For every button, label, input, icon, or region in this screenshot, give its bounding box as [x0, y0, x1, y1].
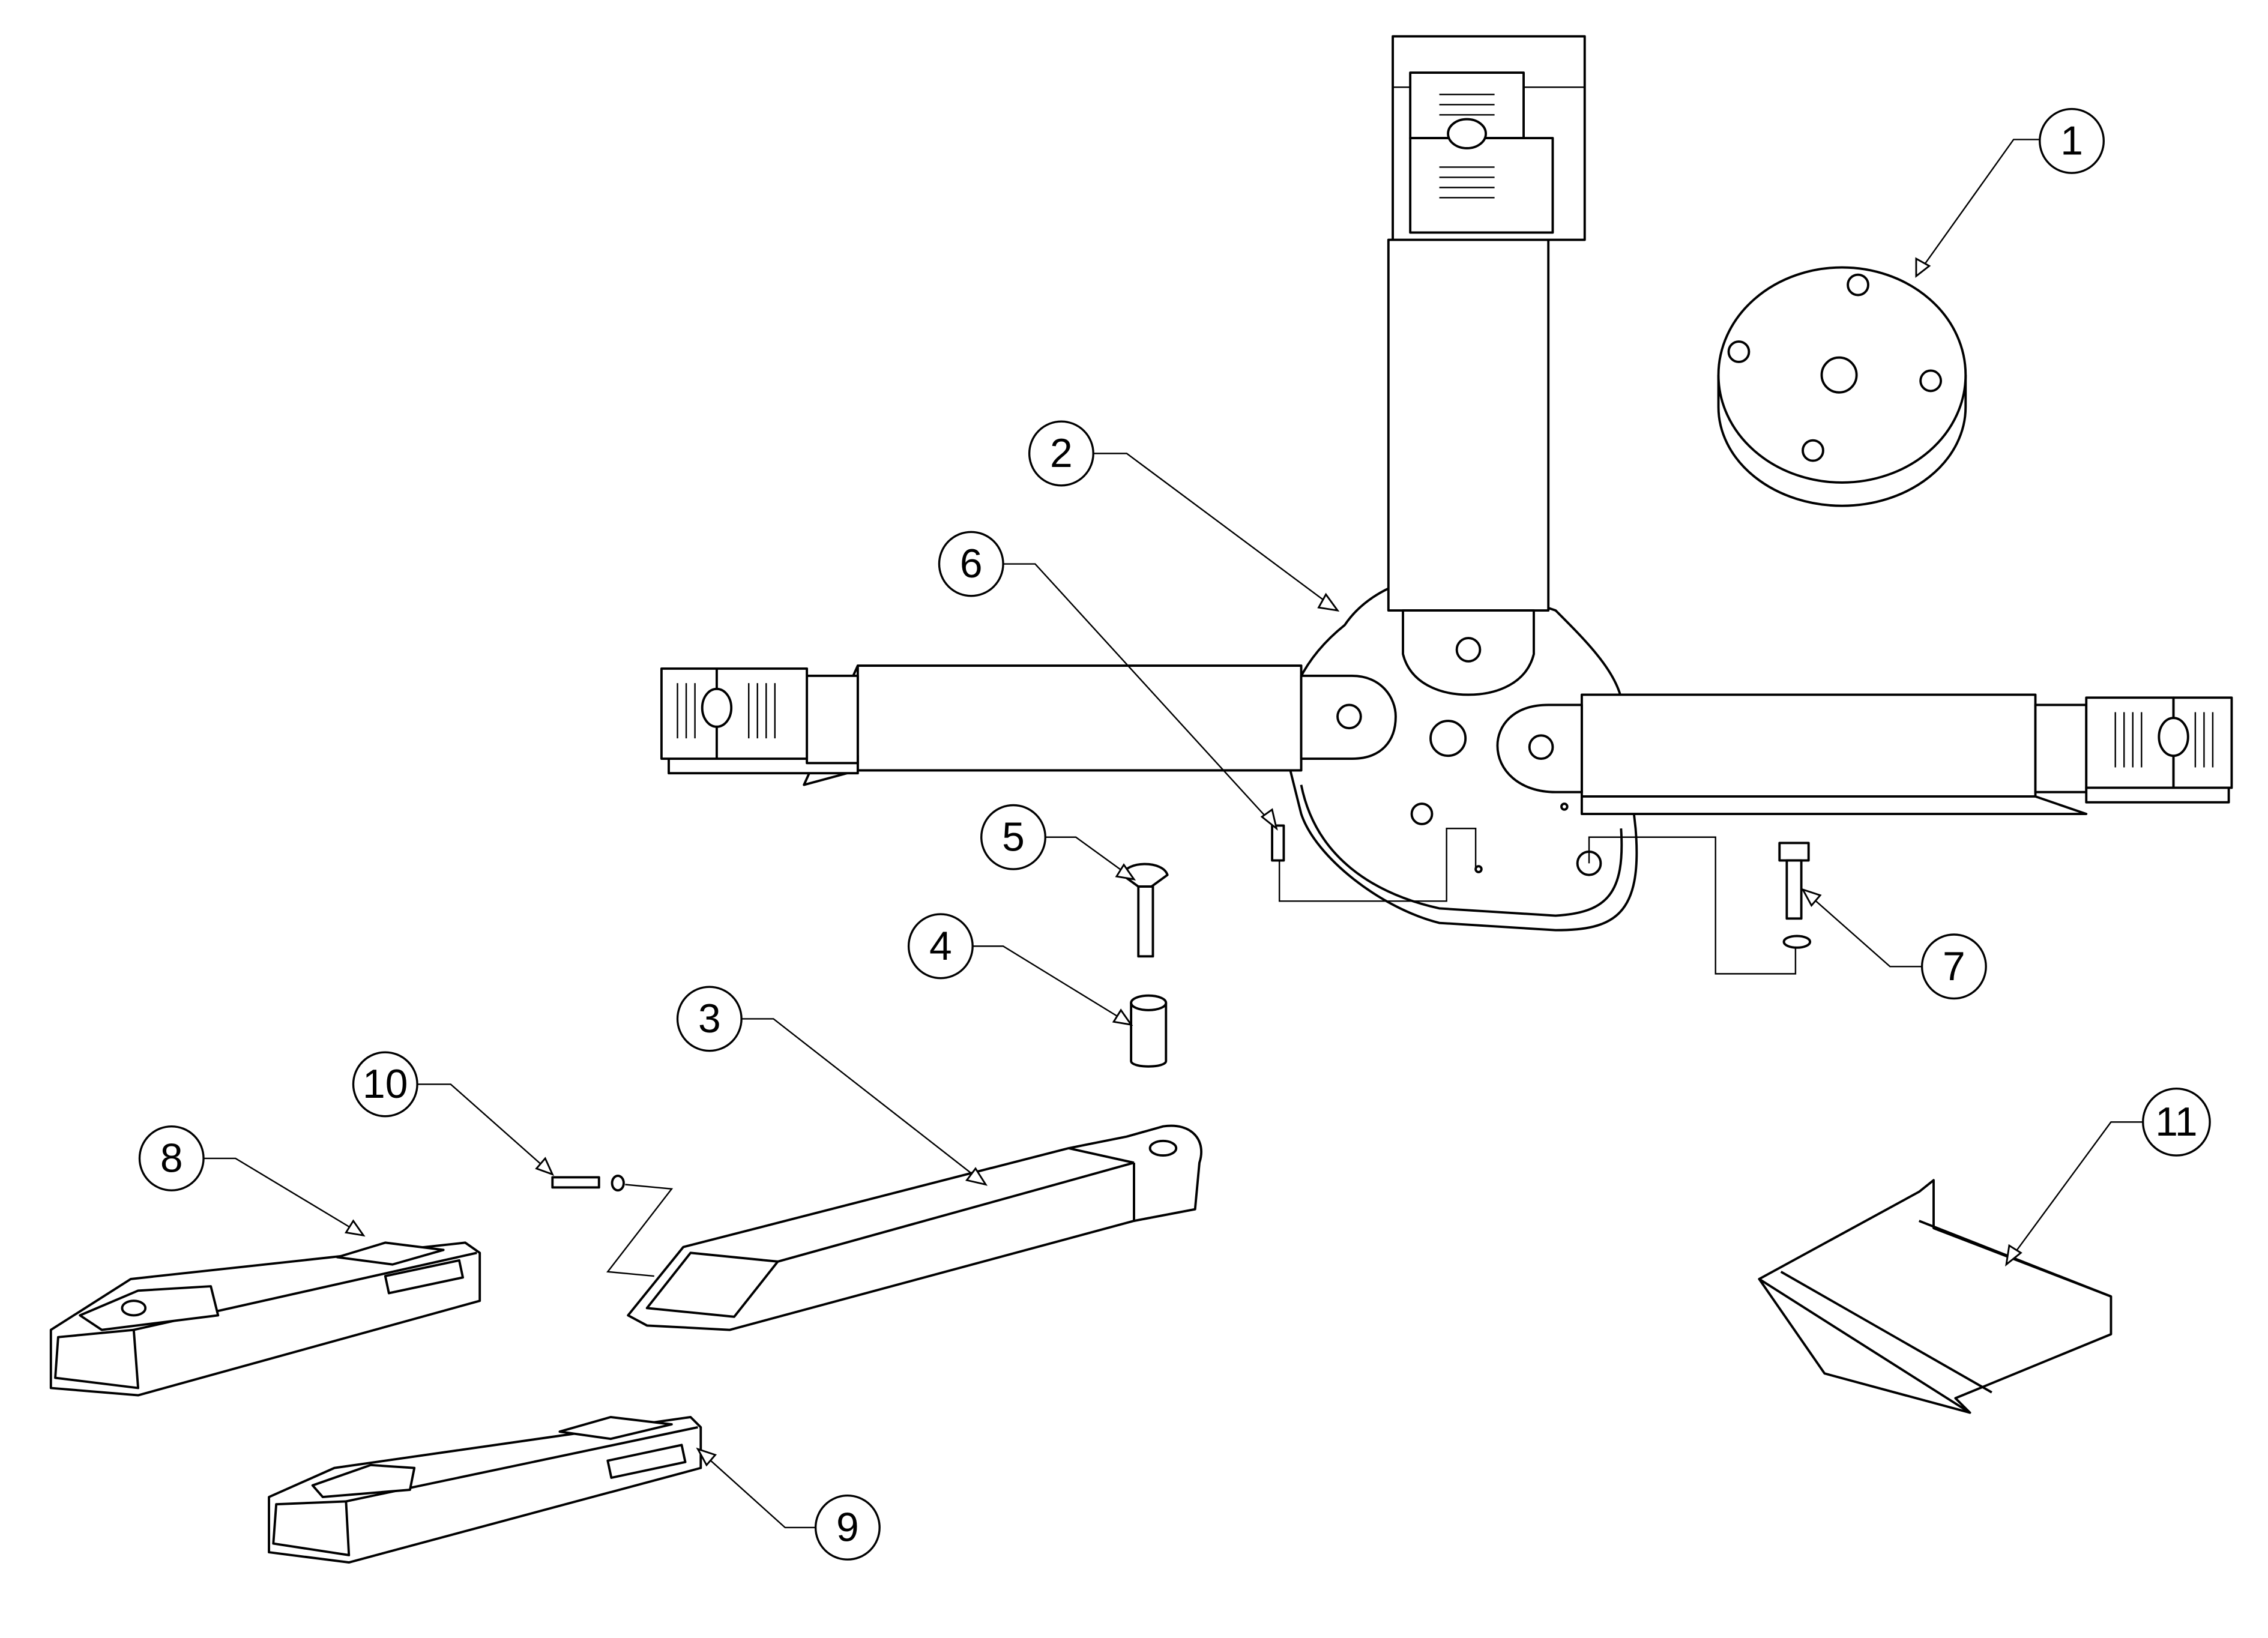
- callout-3: 3: [676, 986, 988, 1186]
- callout-5: 5: [980, 804, 1136, 881]
- part-8-extension: [49, 1241, 481, 1397]
- callout-9: 9: [696, 1447, 881, 1561]
- callout-11: 11: [2005, 1087, 2211, 1267]
- part-10-pin-spring: [551, 1175, 674, 1277]
- svg-text:10: 10: [363, 1062, 408, 1107]
- part-1-disc: [1717, 266, 1967, 507]
- svg-text:4: 4: [929, 924, 952, 969]
- svg-text:8: 8: [160, 1136, 183, 1181]
- callout-2: 2: [1028, 420, 1340, 612]
- part-7-bolt: [1778, 842, 1812, 949]
- svg-text:11: 11: [2155, 1100, 2197, 1145]
- callout-6: 6: [938, 531, 1278, 831]
- callout-4: 4: [907, 913, 1133, 1026]
- callout-7: 7: [1800, 888, 1987, 1000]
- callout-1: 1: [1915, 107, 2105, 279]
- part-2-arm-assembly: [660, 35, 2233, 975]
- part-9-extension: [268, 1415, 702, 1564]
- svg-text:6: 6: [960, 541, 983, 586]
- svg-text:3: 3: [698, 996, 721, 1041]
- svg-text:1: 1: [2060, 118, 2083, 163]
- part-11-tray: [1758, 1179, 2113, 1414]
- svg-text:7: 7: [1943, 944, 1965, 989]
- part-5-pin: [1121, 863, 1169, 958]
- svg-text:5: 5: [1002, 814, 1025, 860]
- callout-8: 8: [138, 1125, 366, 1237]
- part-4-sleeve: [1130, 994, 1168, 1068]
- svg-text:9: 9: [836, 1505, 859, 1550]
- callout-10: 10: [352, 1051, 555, 1176]
- svg-text:2: 2: [1050, 431, 1073, 476]
- part-3-tube: [627, 1124, 1202, 1331]
- part-6-small-pin: [1271, 824, 1285, 862]
